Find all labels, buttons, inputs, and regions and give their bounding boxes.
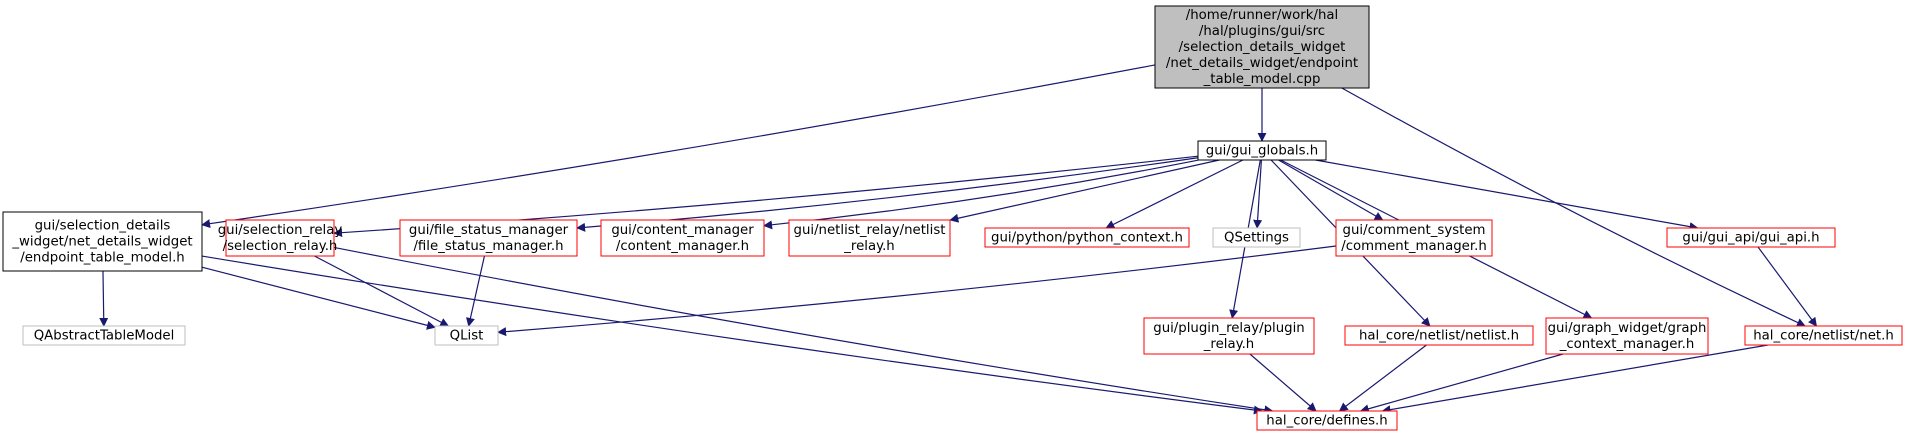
- node-qlist: QList: [434, 325, 499, 346]
- edge-gui_globals-to-content_manager: [763, 159, 1199, 230]
- node-label-line: _context_manager.h: [1559, 337, 1695, 352]
- edge-endpoint_h-to-qabstract: [99, 270, 109, 327]
- node-qabstract: QAbstractTableModel: [22, 325, 186, 346]
- edge-comment_manager-to-qlist: [497, 245, 1337, 337]
- node-comment_manager[interactable]: gui/comment_system/comment_manager.h: [1335, 219, 1493, 257]
- node-label-line: /file_status_manager.h: [413, 239, 563, 254]
- node-label-line: _table_model.cpp: [1203, 72, 1321, 87]
- node-python_context[interactable]: gui/python/python_context.h: [984, 227, 1190, 248]
- node-label-line: gui/gui_api/gui_api.h: [1682, 231, 1819, 246]
- edge-gui_globals-to-netlist_relay: [949, 159, 1220, 223]
- edge-gui_globals-to-qsettings: [1253, 159, 1263, 229]
- edge-selection_relay-to-defines: [333, 246, 1274, 415]
- edges-layer: [99, 64, 1818, 415]
- node-netlist_relay[interactable]: gui/netlist_relay/netlist_relay.h: [788, 219, 951, 257]
- node-label-line: hal_core/defines.h: [1266, 414, 1387, 429]
- edge-gui_globals-to-comment_manager: [1278, 159, 1384, 221]
- edge-file_status-to-qlist: [466, 255, 486, 327]
- node-defines[interactable]: hal_core/defines.h: [1256, 410, 1398, 431]
- node-label-line: gui/plugin_relay/plugin: [1153, 321, 1305, 336]
- node-content_manager[interactable]: gui/content_manager/content_manager.h: [600, 219, 765, 257]
- node-label-line: gui/graph_widget/graph: [1548, 321, 1707, 336]
- node-box: [399, 219, 578, 257]
- nodes-layer: /home/runner/work/hal/hal/plugins/gui/sr…: [2, 5, 1903, 431]
- node-root[interactable]: /home/runner/work/hal/hal/plugins/gui/sr…: [1154, 5, 1370, 89]
- node-qsettings: QSettings: [1212, 227, 1301, 248]
- node-label-line: /selection_details_widget: [1179, 40, 1346, 55]
- edge-gui_globals-to-gui_api: [1315, 159, 1699, 232]
- node-label-line: gui/content_manager: [611, 223, 754, 238]
- edge-gui_globals-to-python_context: [1105, 159, 1244, 229]
- edge-selection_relay-to-qlist: [314, 255, 450, 327]
- node-label-line: /hal/plugins/gui/src: [1199, 24, 1325, 39]
- node-label-line: /endpoint_table_model.h: [20, 251, 184, 266]
- node-plugin_relay[interactable]: gui/plugin_relay/plugin_relay.h: [1143, 317, 1315, 355]
- node-label-line: gui/comment_system: [1343, 223, 1486, 238]
- node-box: [1143, 317, 1315, 355]
- node-box: [1344, 325, 1534, 346]
- edge-gui_globals-to-file_status: [576, 157, 1199, 232]
- node-label-line: /comment_manager.h: [1341, 239, 1487, 254]
- edge-netlist_h-to-defines: [1338, 344, 1427, 412]
- node-graph_context[interactable]: gui/graph_widget/graph_context_manager.h: [1545, 317, 1709, 355]
- node-label-line: QList: [450, 329, 484, 344]
- node-label-line: gui/netlist_relay/netlist: [794, 223, 946, 238]
- node-file_status[interactable]: gui/file_status_manager/file_status_mana…: [399, 219, 578, 257]
- node-gui_globals[interactable]: gui/gui_globals.h: [1197, 140, 1327, 161]
- node-label-line: /home/runner/work/hal: [1186, 8, 1338, 23]
- node-endpoint_h[interactable]: gui/selection_details_widget/net_details…: [2, 211, 203, 272]
- node-box: [1212, 227, 1301, 248]
- node-box: [225, 219, 335, 257]
- node-label-line: QSettings: [1224, 231, 1289, 246]
- node-label-line: gui/gui_globals.h: [1206, 144, 1318, 159]
- node-box: [1666, 227, 1836, 248]
- edge-endpoint_h-to-defines: [201, 255, 1263, 415]
- edge-gui_api-to-net_h: [1757, 246, 1818, 327]
- node-label-line: gui/selection_details: [35, 219, 171, 234]
- node-box: [788, 219, 951, 257]
- node-label-line: QAbstractTableModel: [34, 329, 175, 344]
- node-box: [1154, 5, 1370, 89]
- edge-graph_context-to-defines: [1359, 353, 1564, 414]
- node-label-line: /net_details_widget/endpoint: [1166, 56, 1358, 71]
- node-selection_relay[interactable]: gui/selection_relay/selection_relay.h: [218, 219, 343, 257]
- node-label-line: hal_core/netlist/net.h: [1753, 329, 1894, 344]
- node-box: [1256, 410, 1398, 431]
- node-net_h[interactable]: hal_core/netlist/net.h: [1744, 325, 1903, 346]
- node-label-line: /selection_relay.h: [223, 239, 338, 254]
- node-gui_api[interactable]: gui/gui_api/gui_api.h: [1666, 227, 1836, 248]
- node-label-line: _relay.h: [843, 239, 894, 254]
- edge-endpoint_h-to-qlist: [201, 266, 436, 330]
- node-box: [22, 325, 186, 346]
- node-box: [434, 325, 499, 346]
- edge-root-to-net_h: [1341, 87, 1806, 327]
- node-box: [984, 227, 1190, 248]
- node-label-line: gui/selection_relay: [218, 223, 343, 238]
- edge-net_h-to-defines: [1381, 344, 1769, 415]
- node-box: [2, 211, 203, 272]
- node-box: [1335, 219, 1493, 257]
- node-label-line: _widget/net_details_widget: [11, 235, 192, 250]
- node-box: [1545, 317, 1709, 355]
- node-label-line: gui/file_status_manager: [409, 223, 569, 238]
- node-label-line: _relay.h: [1203, 337, 1254, 352]
- node-label-line: gui/python/python_context.h: [991, 231, 1183, 246]
- node-label-line: hal_core/netlist/netlist.h: [1359, 329, 1519, 344]
- node-box: [1744, 325, 1903, 346]
- node-netlist_h[interactable]: hal_core/netlist/netlist.h: [1344, 325, 1534, 346]
- node-box: [600, 219, 765, 257]
- node-label-line: /content_manager.h: [616, 239, 749, 254]
- edge-plugin_relay-to-defines: [1249, 353, 1317, 412]
- node-box: [1197, 140, 1327, 161]
- edge-root-to-endpoint_h: [201, 64, 1156, 229]
